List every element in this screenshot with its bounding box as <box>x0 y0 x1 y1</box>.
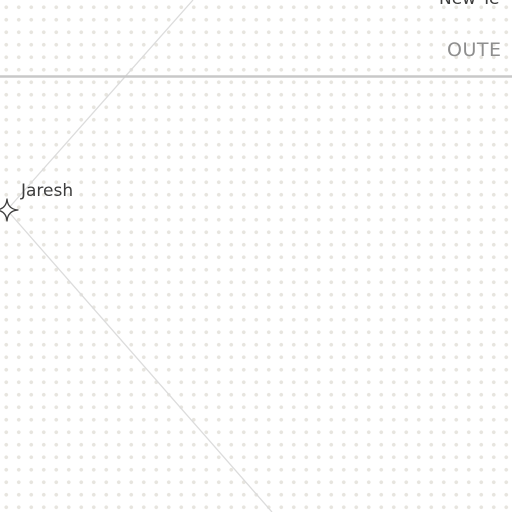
place-label-jaresh[interactable]: Jaresh <box>21 181 74 201</box>
route-line-upper <box>6 0 194 211</box>
route-line-lower <box>6 209 273 512</box>
region-label: OUTE <box>447 39 502 61</box>
four-point-star-icon[interactable] <box>0 198 19 222</box>
top-cutoff-label: New Te <box>439 0 499 8</box>
